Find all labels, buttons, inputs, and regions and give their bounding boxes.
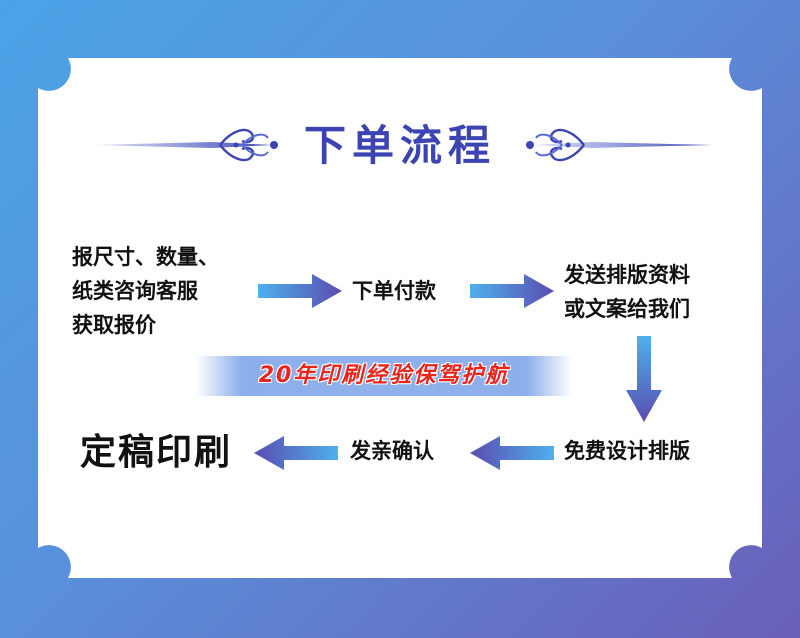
right-arrow-icon <box>470 274 554 308</box>
step-send-material-line-2: 或文案给我们 <box>564 297 690 321</box>
left-ornament-icon <box>92 128 278 162</box>
experience-banner: 20年印刷经验保驾护航 <box>196 356 572 396</box>
step-get-quote: 报尺寸、数量、 纸类咨询客服 获取报价 <box>72 240 219 342</box>
step-get-quote-line-2: 纸类咨询客服 <box>72 279 198 303</box>
right-ornament-icon <box>526 128 712 162</box>
white-panel <box>38 58 762 578</box>
left-arrow-icon <box>470 436 554 470</box>
step-send-material-line-1: 发送排版资料 <box>564 263 690 287</box>
step-get-quote-line-3: 获取报价 <box>72 313 156 337</box>
right-arrow-icon <box>258 274 342 308</box>
step-free-design: 免费设计排版 <box>564 439 690 463</box>
left-arrow-icon <box>254 436 338 470</box>
step-final-print: 定稿印刷 <box>80 432 233 473</box>
step-order-pay: 下单付款 <box>352 279 436 303</box>
experience-banner-text: 20年印刷经验保驾护航 <box>258 363 510 388</box>
down-arrow-icon <box>626 336 662 422</box>
step-send-confirm: 发亲确认 <box>350 439 434 463</box>
step-send-material: 发送排版资料 或文案给我们 <box>564 258 690 326</box>
step-get-quote-line-1: 报尺寸、数量、 <box>72 245 219 269</box>
page-title: 下单流程 <box>303 121 496 170</box>
